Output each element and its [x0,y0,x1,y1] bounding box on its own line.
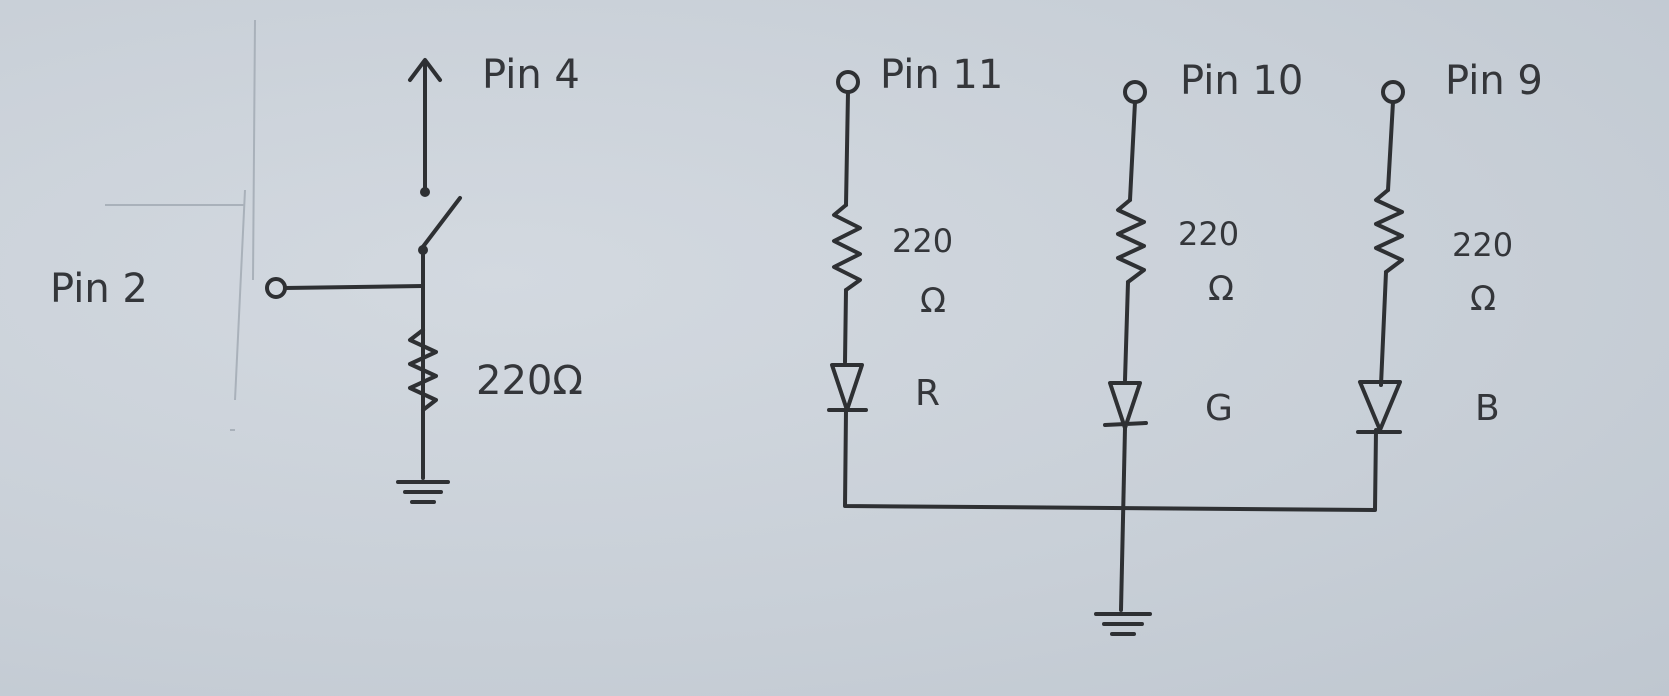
resistor-icon [832,203,862,292]
resistor-label: 220Ω [476,358,583,404]
branch-green: Pin 10 220 Ω G [1094,58,1303,636]
led-label-r: R [915,373,940,414]
button-circuit: Pin 4 Pin 2 220Ω [50,52,583,504]
switch-icon [420,196,462,250]
pin10-label: Pin 10 [1180,58,1303,104]
pin2-terminal [265,277,287,299]
led-label-b: B [1475,388,1500,429]
branch-blue: Pin 9 220 Ω B [1356,58,1543,434]
pin2-label: Pin 2 [50,266,148,312]
pin9-label: Pin 9 [1445,58,1543,104]
pin11-terminal [836,70,860,94]
led-label-g: G [1205,388,1233,429]
resistor-icon [1116,198,1146,284]
pin11-label: Pin 11 [880,52,1003,98]
ground-icon [1094,612,1152,636]
arrow-up-icon [408,58,442,194]
resistor-value: 220 [1178,215,1239,253]
ohm-symbol: Ω [1470,279,1496,319]
erased-marks [105,19,256,431]
switch-contact [420,187,430,197]
rgb-led-circuit: Pin 11 220 Ω R Pin 10 220 Ω G Pin 9 [827,52,1543,636]
led-icon [1356,380,1402,434]
led-icon [1103,381,1148,430]
branch-red: Pin 11 220 Ω R [827,52,1378,512]
resistor-value: 220 [892,222,953,260]
pin10-terminal [1123,80,1147,104]
ohm-symbol: Ω [1208,269,1234,309]
ohm-symbol: Ω [920,281,946,321]
resistor-icon [1374,188,1404,274]
pin4-label: Pin 4 [482,52,580,98]
resistor-icon [408,328,438,412]
resistor-value: 220 [1452,226,1513,264]
led-icon [827,363,868,412]
ground-icon [396,480,450,504]
pin9-terminal [1381,80,1405,104]
